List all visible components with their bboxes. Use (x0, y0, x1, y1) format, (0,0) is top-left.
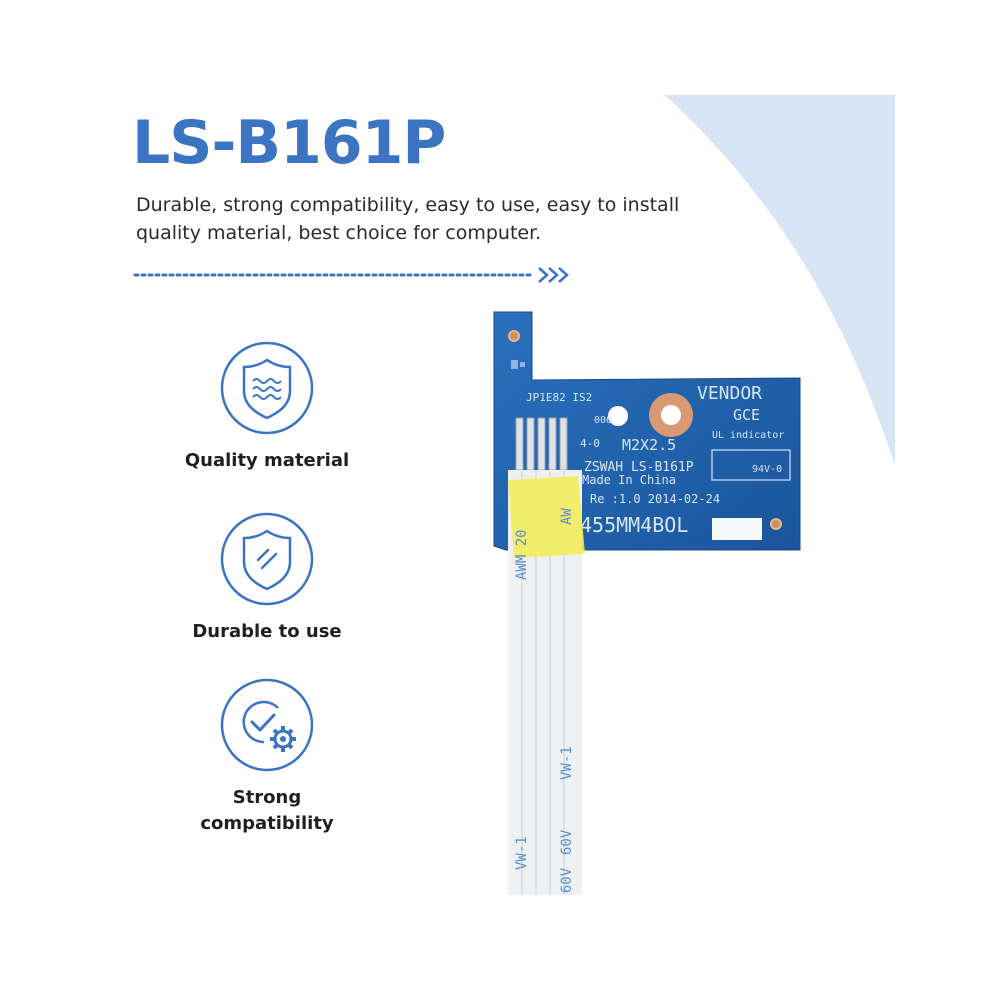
board-white-label (712, 518, 762, 540)
feature-label-line-2: compatibility (200, 813, 334, 834)
cable-text-aw: AW (559, 508, 575, 525)
product-image: JP1E82 IS2 VENDOR GCE 000 4-0 M2X2.5 UL … (493, 311, 801, 895)
background-curve (665, 95, 895, 465)
board-hole (508, 330, 520, 342)
board-text-rev: Re :1.0 2014-02-24 (590, 492, 720, 506)
shield-icon (220, 512, 314, 606)
board-text-94: 94V-0 (752, 464, 782, 475)
product-subtitle: Durable, strong compatibility, easy to u… (136, 191, 756, 247)
board-text-ul: UL indicator (712, 430, 784, 441)
board-text-made: Made In China (582, 473, 676, 487)
mount-hole (661, 405, 681, 425)
feature-quality-material: Quality material (157, 341, 377, 474)
check-gear-icon (220, 678, 314, 772)
feature-strong-compatibility: Strong compatibility (157, 678, 377, 837)
board-text-model: ZSWAH LS-B161P (584, 460, 694, 475)
yellow-tape (508, 476, 585, 558)
dotted-divider (133, 267, 569, 283)
cable-text-vw1b: VW-1 (514, 836, 530, 870)
board-text-m2: M2X2.5 (622, 436, 676, 454)
chevrons-right-icon (538, 267, 569, 283)
product-title: LS-B161P (132, 108, 446, 178)
wave-shield-icon (220, 341, 314, 435)
feature-label-line-1: Strong (232, 787, 302, 808)
board-text-vendor: VENDOR (697, 383, 762, 404)
feature-label: Quality material (184, 450, 350, 471)
feature-label: Durable to use (192, 621, 342, 642)
subtitle-line-2: quality material, best choice for comput… (136, 222, 542, 244)
mount-hole-small (608, 406, 628, 426)
subtitle-line-1: Durable, strong compatibility, easy to u… (136, 194, 680, 216)
feature-label: Strong compatibility (157, 785, 377, 837)
cable-text-vw1: VW-1 (559, 746, 575, 780)
cable-text-awm: AWM 20 (514, 529, 530, 580)
product-banner: LS-B161P Durable, strong compatibility, … (95, 95, 895, 895)
board-text-serial: 455MM4BOL (580, 513, 688, 537)
board-text-jp: JP1E82 IS2 (526, 391, 592, 404)
feature-durable-to-use: Durable to use (157, 512, 377, 645)
board-text-mark: 4-0 (580, 437, 600, 450)
cable-text-60v: 60V (559, 829, 575, 855)
cable-text-c60v: C 60V (559, 867, 575, 895)
board-hole (770, 518, 782, 530)
board-label-box (711, 449, 791, 481)
board-text-gce: GCE (733, 406, 760, 424)
board-text-000: 000 (594, 415, 612, 426)
